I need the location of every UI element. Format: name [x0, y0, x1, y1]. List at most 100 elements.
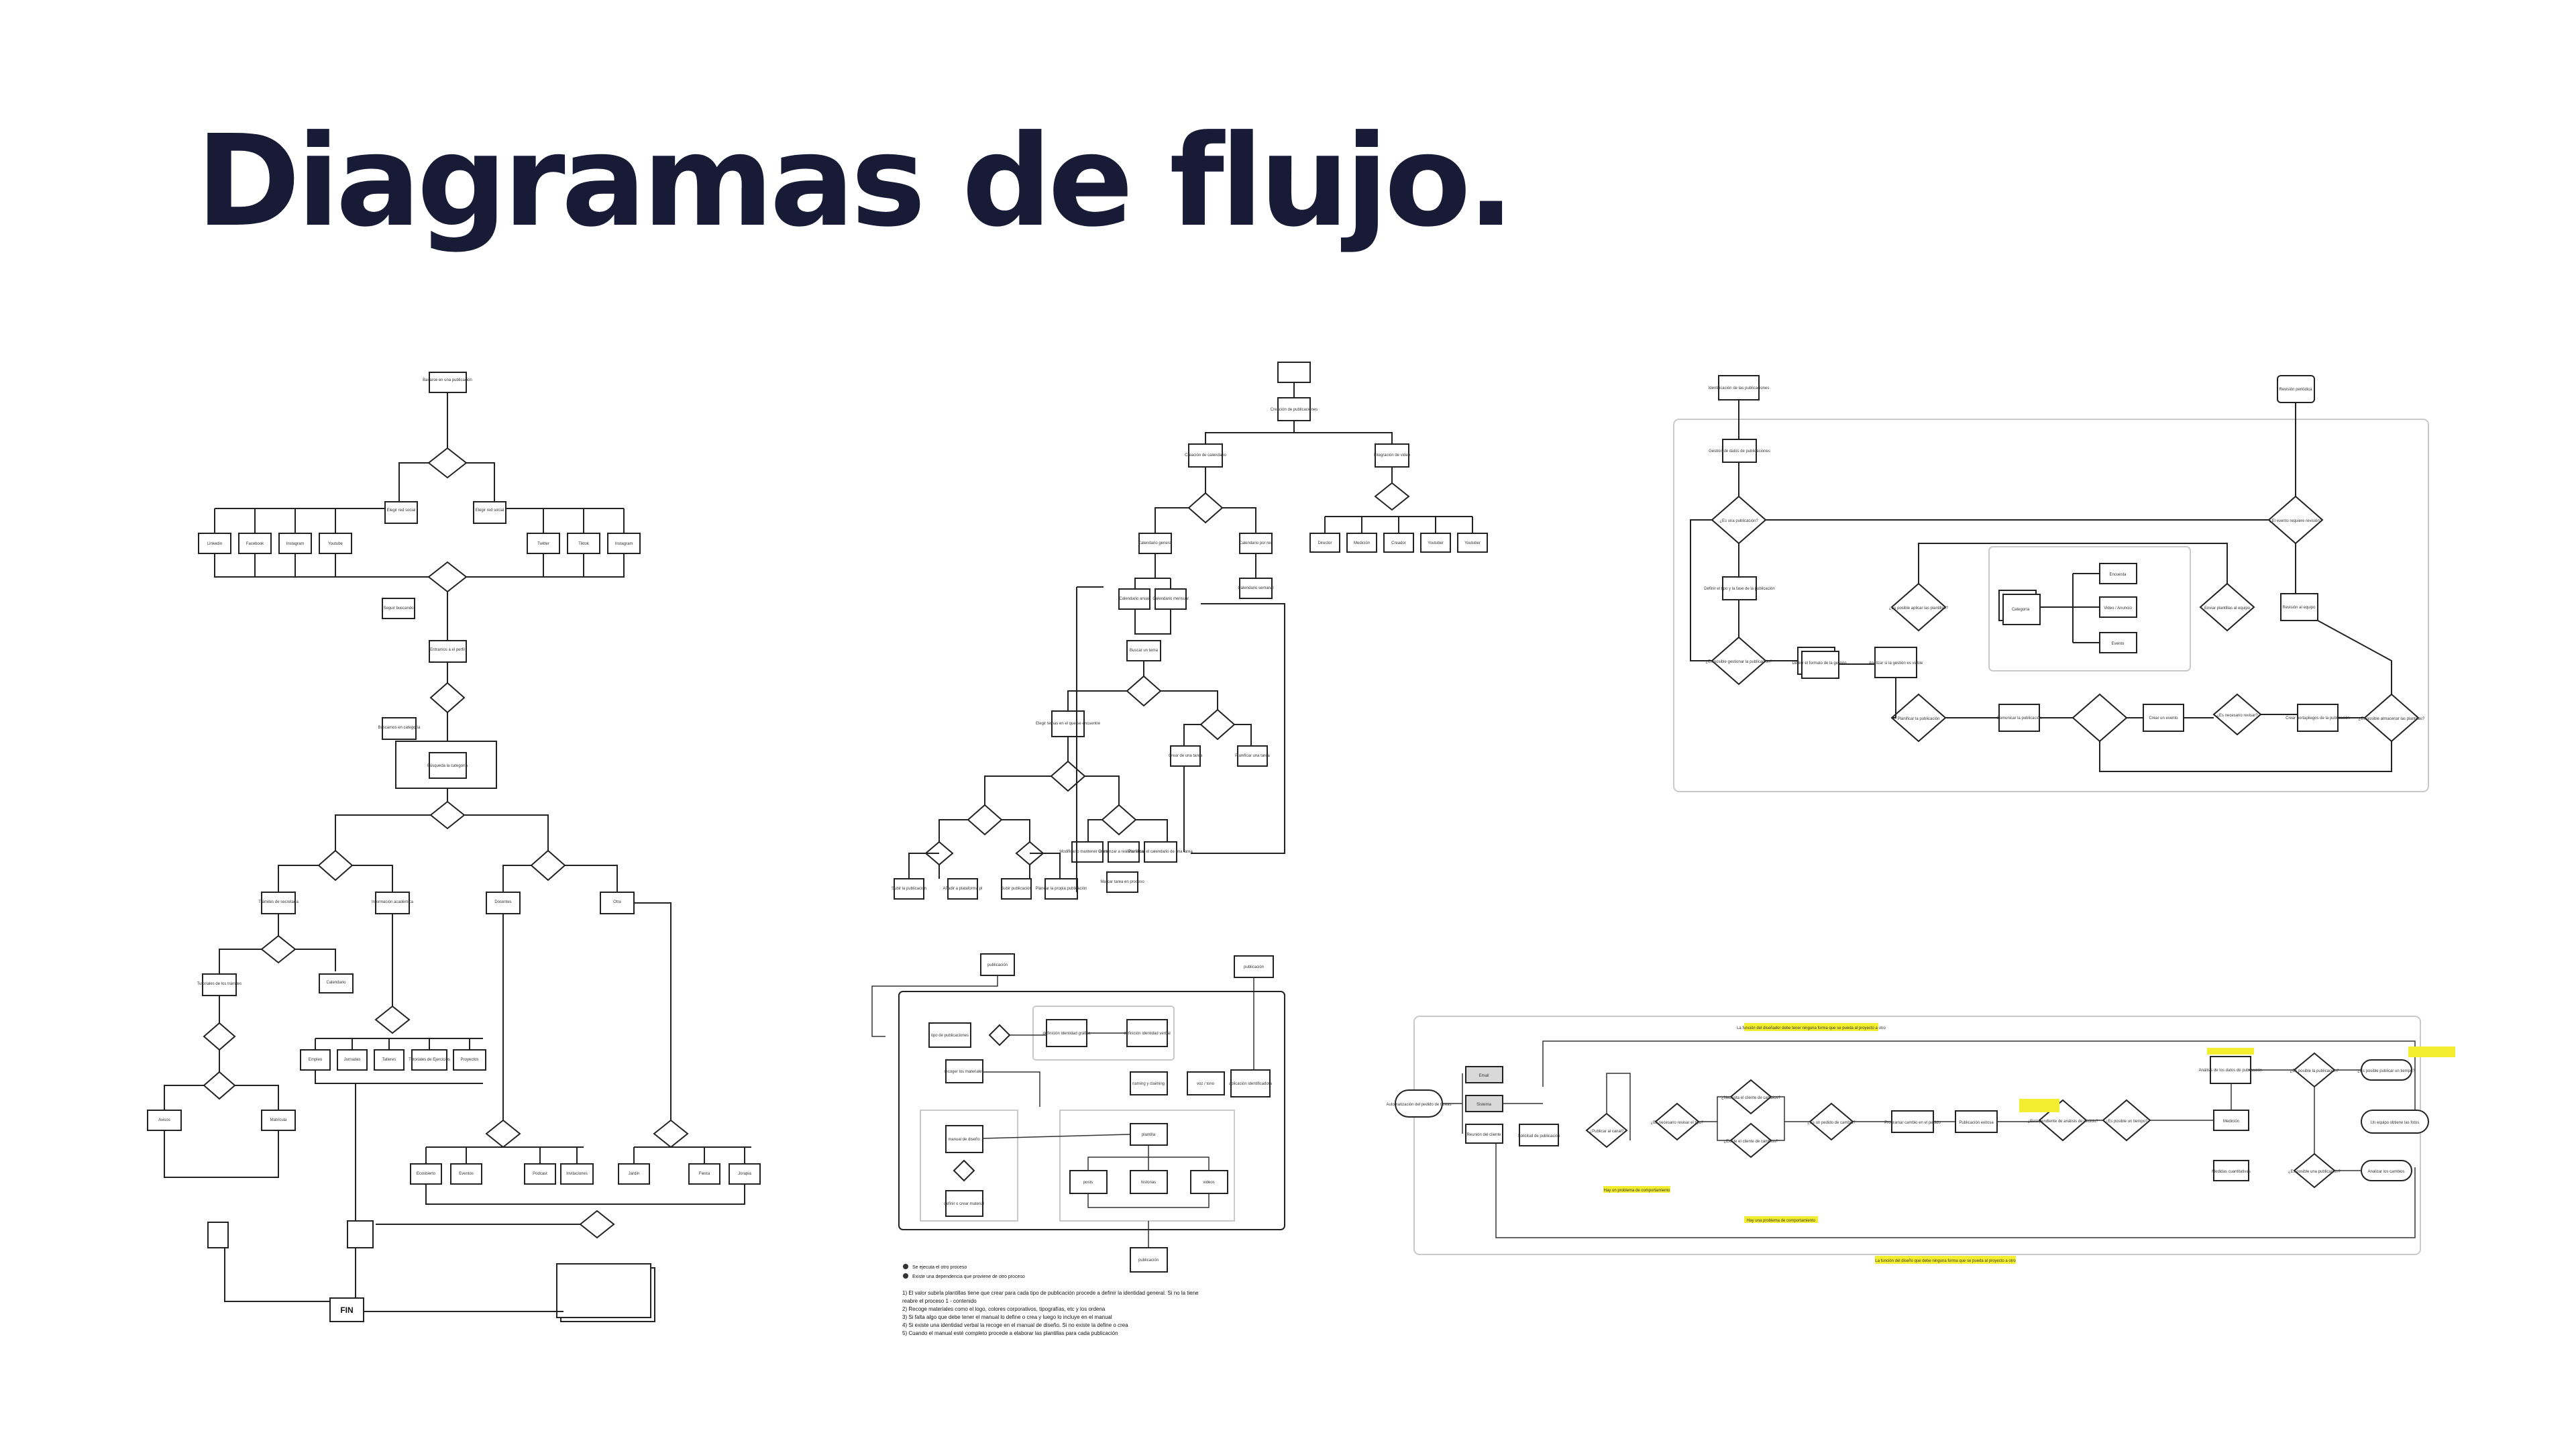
left-box-4: Youtube	[328, 542, 343, 546]
d2-cal-2: Calendario por red	[1239, 541, 1273, 545]
end-label: FIN	[340, 1305, 353, 1315]
d2-r-3: Creador	[1391, 541, 1406, 545]
small-row-1: Empleo	[309, 1058, 323, 1062]
small-row-3: Talleres	[382, 1058, 396, 1062]
d2-buscar: Buscar un tema	[1130, 649, 1159, 653]
row-a-2: Información académica	[372, 900, 414, 904]
bottom-7: Jorapia	[738, 1172, 751, 1176]
left-box-1: Linkedin	[207, 542, 222, 546]
d5-n18: ¿Es posible una publicación?	[2288, 1170, 2341, 1174]
d5-n11: Publicación exitosa	[1959, 1121, 1994, 1125]
d5-n2: Sistema	[1477, 1103, 1491, 1107]
d5-n20: Un equipo obtiene las fotos	[2371, 1121, 2420, 1125]
d4-s10: plantilla	[1142, 1133, 1156, 1137]
d2-r-1: Director	[1318, 541, 1332, 545]
start-label: Basarse en una publicación	[423, 378, 472, 382]
d2-left: Creación de calendario	[1185, 453, 1226, 458]
d5-n3: Reunión del cliente	[1466, 1133, 1501, 1137]
small-row-5: Proyectos	[461, 1058, 479, 1062]
d3-top: Revisión periódica	[2279, 388, 2312, 392]
decision-5a	[317, 849, 354, 881]
d2-leaf-3: Subir publicación	[1001, 887, 1032, 891]
d5-n12: ¿Está pendiente de análisis de pedido?	[2027, 1120, 2098, 1124]
d5-hl-4: La función del diseño que debe ninguna f…	[1875, 1259, 2016, 1263]
decision-4	[429, 800, 466, 830]
d5-n21: Analizar los cambios	[2367, 1170, 2404, 1174]
d4-note-3: 1) El valor subirla plantillas tiene que…	[902, 1290, 1199, 1296]
d4-s4: definición identidad verbal	[1124, 1032, 1170, 1036]
d3-n9: Video / Anuncio	[2104, 606, 2132, 610]
d2-top-label: Creación de publicaciones	[1271, 408, 1318, 412]
d3-n12: Enviar plantillas al equipo	[2204, 606, 2251, 610]
social-right	[473, 501, 506, 524]
d3-n16: Comunicar la publicación	[1996, 716, 2041, 720]
d5-n19: ¿Es posible publicar un tiempo?	[2357, 1069, 2415, 1073]
d2-leaf-2: Añadir a plataforma pl	[943, 887, 983, 891]
d2-top	[1277, 397, 1311, 421]
d2-leaf-5: Modificar o mantener una tarea	[1059, 850, 1116, 854]
d2-r-5: Youtuber	[1464, 541, 1481, 545]
d4-s3: definición identidad gráfica	[1042, 1032, 1091, 1036]
d2-leaf-1: Subir la publicación	[892, 887, 926, 891]
d2-cal-5: Calendario semanal	[1238, 586, 1273, 590]
d3-n13: Revisión al equipo	[2282, 606, 2316, 610]
bottom-6: Fiesta	[699, 1172, 710, 1176]
d3-n10: Evento	[2112, 642, 2125, 646]
d3-n6: Analizar si la gestión es viable	[1869, 661, 1923, 665]
start-node	[429, 372, 467, 393]
tutoriales: Tutoriales de los trámites	[197, 982, 242, 986]
d4-note-2: Existe una dependencia que proviene de o…	[912, 1275, 1025, 1279]
decision-5b	[530, 849, 566, 881]
d4-note-5: 2) Recoge materiales como el logo, color…	[902, 1306, 1106, 1312]
d3-n17: Crear un evento	[2149, 716, 2178, 720]
d5-n5: ¿Publicar al canal?	[1589, 1130, 1624, 1134]
small-row-4: Tutoriales de Ejercicios	[409, 1058, 450, 1062]
d3-n20: ¿Es posible almacenar las plantillas?	[2359, 717, 2425, 721]
matricula: Matrícula	[270, 1118, 287, 1122]
end-node	[329, 1297, 364, 1322]
bottom-1: Ecosbierto	[417, 1172, 436, 1176]
d4-s14: publicación	[1138, 1258, 1159, 1263]
small-row-2: Jornadas	[344, 1058, 361, 1062]
d5-n16: Medidas cuantitativas	[2212, 1170, 2251, 1174]
d4-note-4: reabre el proceso 1 - contenido	[902, 1298, 977, 1304]
d4-s5: naming y claiming	[1132, 1082, 1165, 1086]
slide-title: Diagramas de flujo.	[196, 108, 1515, 255]
d5-hl-3: Hay una problema de comportamiento	[1747, 1219, 1816, 1223]
d2-right: Integración de video	[1374, 453, 1411, 458]
d4-s13: videos	[1203, 1181, 1214, 1185]
d4-s11: posts	[1083, 1181, 1093, 1185]
d3-n14: ¿El evento requiere revisión?	[2269, 519, 2322, 523]
d2-r-4: Youtuber	[1428, 541, 1444, 545]
right-box-3: Instagram	[615, 542, 633, 546]
social-right-label: Elegir red social	[476, 508, 504, 513]
d3-n8: Encuesta	[2109, 573, 2127, 577]
d5-n6: ¿Es necesario revisar el tipo?	[1650, 1121, 1704, 1125]
right-box-2: Tiktok	[578, 542, 590, 546]
d5-start: Automatización del pedido de tareas	[1386, 1103, 1451, 1107]
d2-cal-3: Calendario anual	[1119, 597, 1149, 601]
d5-n8: ¿Existe el cliente de cambios?	[1723, 1140, 1778, 1144]
d3-n2: ¿Es una publicación?	[1719, 519, 1758, 523]
d3-n5: Definir el formato de la gestión	[1792, 661, 1846, 665]
calendario: Calendario	[326, 981, 346, 985]
d3-n1: Gestión de datos de publicaciones	[1709, 449, 1770, 453]
right-box-1: Twitter	[537, 542, 549, 546]
d3-panel	[1673, 419, 2429, 792]
d4-note-8: 5) Cuando el manual esté completo proced…	[902, 1330, 1118, 1336]
busqueda-label: Búsqueda la categoría	[427, 764, 468, 768]
d2-r-2: Medición	[1354, 541, 1370, 545]
d5-hl-1: La función del diseñador debe tener ning…	[1737, 1026, 1886, 1030]
d5-n17: ¿Es posible la publicación?	[2290, 1069, 2339, 1073]
d4-note-6: 3) Si falta algo que debe tener el manua…	[902, 1314, 1112, 1320]
d4-s1: tipo de publicaciones	[931, 1034, 969, 1038]
d3-n18: ¿Es necesario revisar?	[2216, 714, 2258, 718]
d4-header-left: publicación	[987, 963, 1008, 967]
bottom-5: Jardín	[629, 1172, 640, 1176]
d2-leaf-10: Planificar una tarea	[1235, 754, 1270, 758]
social-left	[384, 501, 418, 524]
bottom-4: Invitaciones	[566, 1172, 588, 1176]
